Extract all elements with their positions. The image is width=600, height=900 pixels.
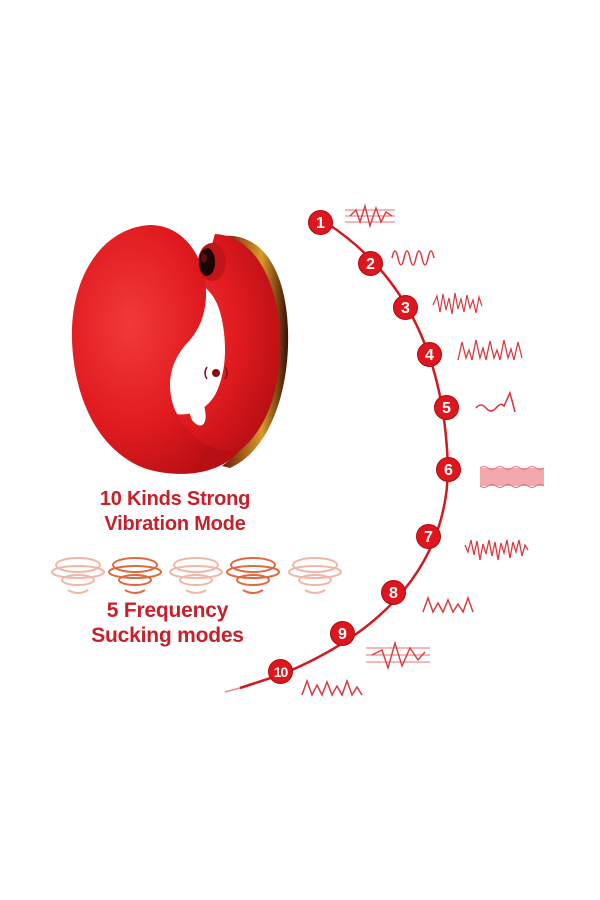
mode-badge-8: 8 (381, 580, 406, 605)
wave-icon-7 (464, 539, 529, 561)
mode-badge-7: 7 (416, 524, 441, 549)
wave-icon-8 (422, 595, 474, 614)
mode-badge-1: 1 (308, 210, 333, 235)
mode-badge-6: 6 (436, 457, 461, 482)
wave-icon-2 (391, 250, 435, 266)
sucking-caption-line1: 5 Frequency (106, 599, 229, 622)
vibration-caption-line2: Vibration Mode (104, 513, 246, 535)
vibration-button-icon (204, 366, 228, 380)
vibration-caption: 10 Kinds Strong Vibration Mode (70, 487, 280, 537)
wave-icon-5 (475, 390, 516, 413)
wave-icon-10 (301, 678, 363, 697)
suction-icon-1 (51, 557, 105, 594)
suction-icon-3 (169, 557, 223, 594)
sucking-caption-line2: Sucking modes (91, 624, 244, 647)
sucking-caption: 5 Frequency Sucking modes (60, 598, 275, 648)
mode-badge-9: 9 (330, 621, 355, 646)
suction-icon-5 (288, 557, 342, 594)
suction-icon-2 (108, 557, 162, 594)
mode-badge-4: 4 (417, 342, 442, 367)
mode-badge-2: 2 (358, 251, 383, 276)
suction-icon-4 (226, 557, 280, 594)
vibration-caption-line1: 10 Kinds Strong (99, 488, 251, 510)
wave-icon-3 (432, 292, 483, 315)
mode-badge-5: 5 (434, 395, 459, 420)
wave-icon-9 (366, 640, 430, 671)
wave-icon-6 (479, 466, 545, 488)
wave-icon-1 (345, 203, 395, 229)
mode-badge-10: 10 (268, 659, 293, 684)
wave-icon-4 (457, 339, 523, 361)
mode-badge-3: 3 (393, 295, 418, 320)
